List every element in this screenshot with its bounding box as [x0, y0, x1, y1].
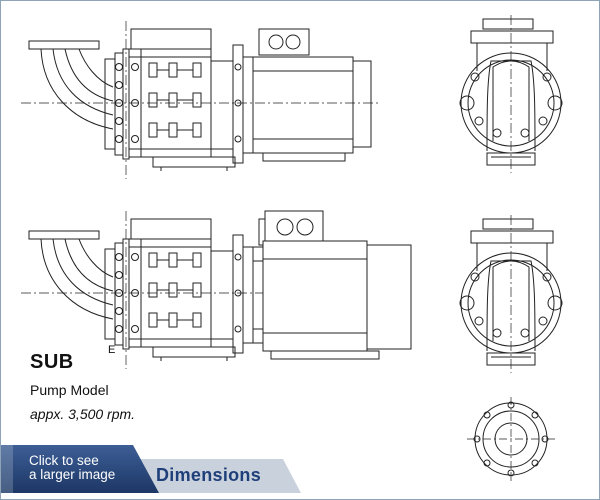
enlarge-image-button[interactable]: Click to see a larger image — [1, 445, 159, 493]
dimensions-tab-shape[interactable] — [131, 459, 301, 493]
pump-side-view-top — [20, 20, 382, 180]
model-caption: Pump Model — [30, 382, 109, 398]
pump-front-view-top — [459, 14, 563, 174]
flange-detail-view — [467, 397, 555, 481]
model-speed: appx. 3,500 rpm. — [30, 406, 136, 422]
dimension-label-e: E — [108, 344, 116, 356]
model-code: SUB — [30, 351, 74, 373]
pump-front-view-bottom — [459, 214, 563, 374]
enlarge-label-line2: a larger image — [29, 467, 116, 482]
dimensions-tab-label[interactable]: Dimensions — [156, 465, 262, 485]
enlarge-button-shape — [1, 445, 159, 493]
enlarge-label-line1: Click to see — [29, 453, 99, 468]
enlarge-button-label[interactable]: Click to see a larger image — [29, 454, 115, 482]
